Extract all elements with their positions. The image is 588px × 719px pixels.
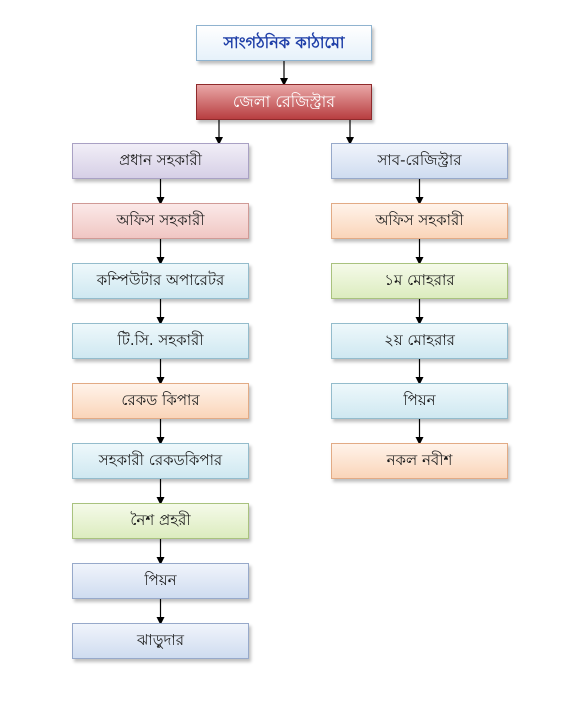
left-column-box-3: কম্পিউটার অপারেটর [72, 263, 249, 299]
left-column-box-4: টি.সি. সহকারী [72, 323, 249, 359]
right-column-box-1: সাব-রেজিস্ট্রার [331, 143, 508, 179]
right-column-box-4: ২য় মোহরার [331, 323, 508, 359]
right-column-box-6: নকল নবীশ [331, 443, 508, 479]
left-column-box-9: ঝাড়ুদার [72, 623, 249, 659]
right-column-box-2: অফিস সহকারী [331, 203, 508, 239]
left-column-box-6: সহকারী রেকডকিপার [72, 443, 249, 479]
left-column-box-7: নৈশ প্রহরী [72, 503, 249, 539]
chart-title: সাংগঠনিক কাঠামো [196, 25, 372, 61]
right-column-box-5: পিয়ন [331, 383, 508, 419]
right-column-box-3: ১ম মোহরার [331, 263, 508, 299]
left-column-box-8: পিয়ন [72, 563, 249, 599]
left-column-box-5: রেকড কিপার [72, 383, 249, 419]
district-registrar-box: জেলা রেজিস্ট্রার [196, 84, 372, 120]
left-column-box-1: প্রধান সহকারী [72, 143, 249, 179]
left-column-box-2: অফিস সহকারী [72, 203, 249, 239]
